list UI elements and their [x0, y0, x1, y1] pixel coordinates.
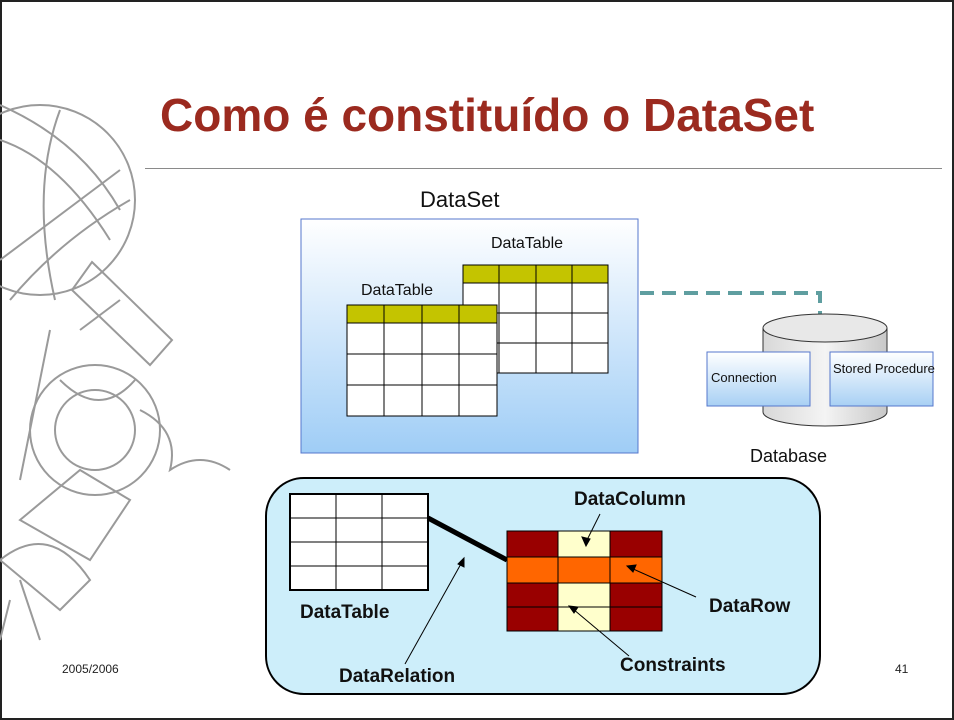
structure-grid — [506, 530, 663, 632]
plain-datatable-grid — [289, 493, 429, 591]
datarow-label: DataRow — [709, 596, 791, 617]
connection-box — [706, 351, 811, 407]
stored-procedure-label: Stored Procedure — [833, 361, 935, 376]
connection-label: Connection — [711, 370, 777, 385]
dataset-label: DataSet — [420, 187, 500, 212]
datatable-front-grid — [346, 304, 498, 417]
stored-procedure-box — [829, 351, 934, 407]
page-number: 41 — [895, 662, 909, 676]
constraints-label: Constraints — [620, 655, 726, 676]
callout-arrows — [404, 513, 697, 665]
relation-line — [426, 515, 509, 563]
datatable-front-label: DataTable — [361, 282, 434, 299]
slide-title: Como é constituído o DataSet — [160, 89, 815, 141]
footer-year: 2005/2006 — [62, 662, 119, 676]
title-divider — [145, 168, 942, 169]
datatable-back-label: DataTable — [491, 235, 564, 252]
datatable-label: DataTable — [300, 602, 390, 623]
datarelation-label: DataRelation — [339, 666, 456, 687]
datacolumn-label: DataColumn — [574, 489, 686, 510]
dataset-database-connector — [640, 291, 822, 316]
database-label: Database — [750, 446, 828, 466]
decorative-emblem-art — [0, 104, 231, 641]
